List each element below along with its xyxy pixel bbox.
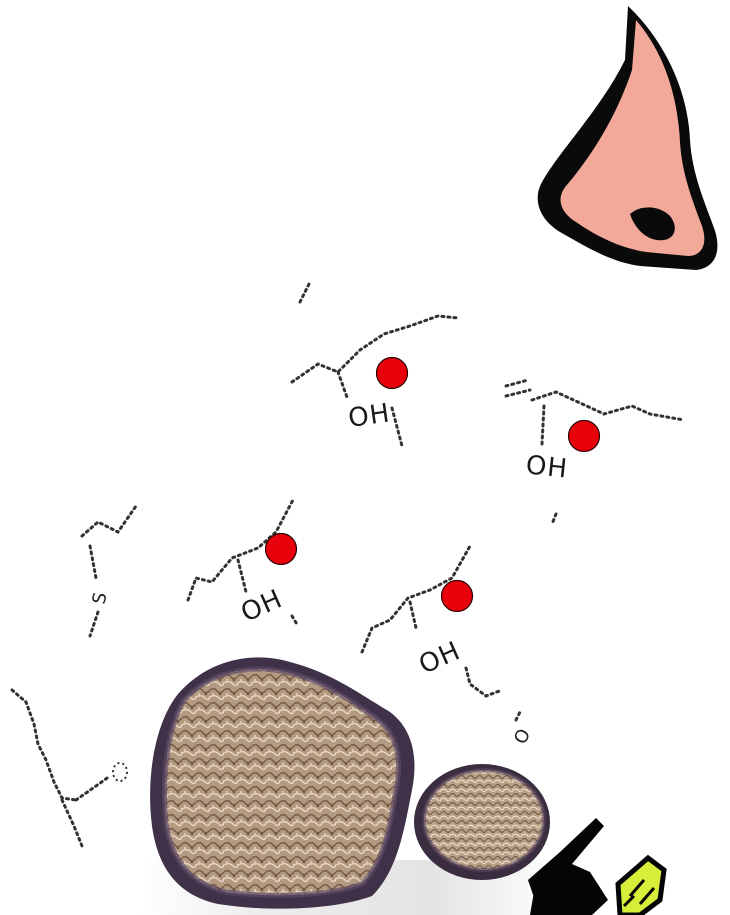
chiral-marker-4: [442, 581, 473, 612]
aldehyde-oxygen-ring: [113, 763, 127, 781]
molecule-2: OH: [506, 380, 684, 524]
hydroxyl-label-2: OH: [524, 450, 569, 484]
truffle-large: [150, 657, 414, 908]
chiral-marker-3: [266, 534, 297, 565]
hydroxyl-label-1: OH: [346, 398, 392, 434]
molecule-1: OH: [292, 282, 458, 446]
aldehyde-molecule: [12, 690, 127, 846]
sulfur-molecule: S: [82, 506, 136, 636]
nose-icon: [532, 4, 730, 272]
truffle-small: [414, 764, 550, 880]
hydroxyl-label-4: OH: [415, 636, 466, 680]
chiral-marker-2: [569, 421, 600, 452]
chiral-marker-1: [377, 358, 408, 389]
ketone-oxygen-label: O: [510, 725, 535, 747]
molecule-3: OH: [188, 498, 298, 628]
sulfur-atom-label: S: [89, 591, 112, 606]
